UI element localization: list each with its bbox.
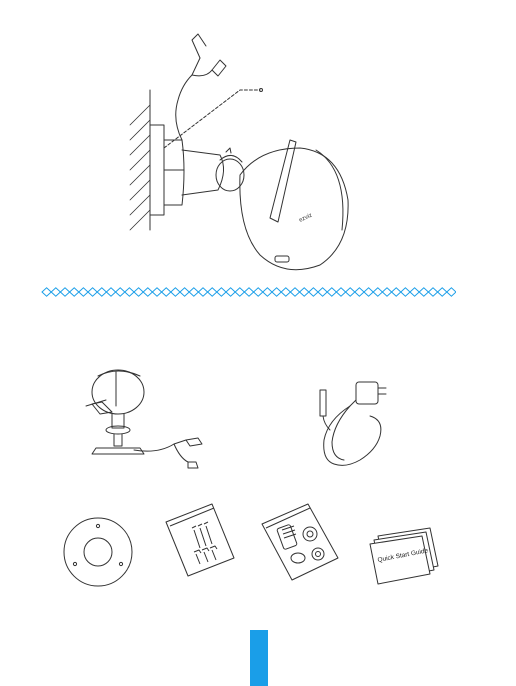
divider-diamond xyxy=(281,288,290,296)
divider-diamond xyxy=(42,288,51,296)
divider-diamond xyxy=(373,288,382,296)
divider-diamond xyxy=(162,288,171,296)
divider-diamond xyxy=(355,288,364,296)
power-adapter-icon xyxy=(300,380,396,470)
divider-diamond xyxy=(125,288,134,296)
divider-diamond xyxy=(263,288,272,296)
page-tab xyxy=(250,630,268,686)
divider-diamond xyxy=(189,288,198,296)
divider-diamond xyxy=(152,288,161,296)
wall-mount-illustration: ezviz xyxy=(120,30,380,280)
divider-diamond xyxy=(346,288,355,296)
divider-diamond xyxy=(336,288,345,296)
divider-diamond xyxy=(382,288,391,296)
divider-diamond xyxy=(410,288,419,296)
divider-diamond xyxy=(60,288,69,296)
divider-diamond xyxy=(226,288,235,296)
divider-diamond xyxy=(208,288,217,296)
divider-diamond xyxy=(392,288,401,296)
divider-diamond xyxy=(364,288,373,296)
divider-diamond xyxy=(235,288,244,296)
brand-logo: ezviz xyxy=(298,213,313,224)
divider-diamond xyxy=(217,288,226,296)
divider-diamond xyxy=(79,288,88,296)
screw-kit-icon xyxy=(160,500,240,580)
divider-diamond xyxy=(438,288,447,296)
divider-diamond xyxy=(254,288,263,296)
divider-diamond xyxy=(70,288,79,296)
divider-diamond xyxy=(171,288,180,296)
divider-diamond xyxy=(143,288,152,296)
divider-diamond xyxy=(88,288,97,296)
divider-diamond xyxy=(116,288,125,296)
divider-diamond xyxy=(198,288,207,296)
divider-diamond xyxy=(97,288,106,296)
divider-diamond xyxy=(51,288,60,296)
divider-diamond xyxy=(309,288,318,296)
divider-diamond xyxy=(106,288,115,296)
divider-diamond xyxy=(447,288,456,296)
divider-diamond xyxy=(300,288,309,296)
mounting-template-icon xyxy=(60,514,136,590)
divider-diamond xyxy=(401,288,410,296)
divider-diamond xyxy=(134,288,143,296)
divider-diamond xyxy=(419,288,428,296)
divider-diamond xyxy=(180,288,189,296)
section-divider xyxy=(40,286,456,298)
divider-diamond xyxy=(318,288,327,296)
quick-start-guide-icon: Quick Start Guide xyxy=(366,526,446,586)
divider-diamond xyxy=(244,288,253,296)
divider-diamond xyxy=(428,288,437,296)
waterproof-kit-icon xyxy=(258,500,342,582)
divider-diamond xyxy=(327,288,336,296)
divider-diamond xyxy=(272,288,281,296)
camera-icon xyxy=(78,362,214,470)
divider-diamond xyxy=(290,288,299,296)
